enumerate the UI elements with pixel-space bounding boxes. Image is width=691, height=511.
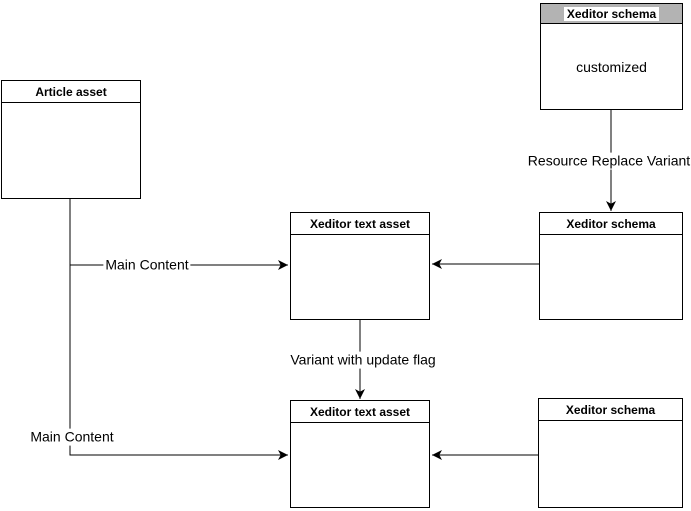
node-title-text: Xeditor text asset [309,216,411,231]
node-title-text: Xeditor text asset [309,404,411,419]
node-xeditor-schema-customized-title: Xeditor schema [541,4,682,24]
node-xeditor-text-asset-variant-body [291,423,429,507]
node-xeditor-schema-variant-title: Xeditor schema [539,399,682,421]
node-xeditor-schema-variant-body [539,421,682,507]
node-article-asset-title: Article asset [2,81,140,103]
edge-label-main-content-bottom: Main Content [28,428,116,446]
node-xeditor-schema-main: Xeditor schema [539,212,683,320]
node-xeditor-text-asset-main-body [291,235,429,319]
node-title-text: Xeditor schema [566,216,656,231]
edge-label-variant-with-update-flag: Variant with update flag [288,351,438,369]
edge-label-main-content-top: Main Content [103,256,191,274]
node-xeditor-text-asset-variant: Xeditor text asset [290,400,430,508]
node-xeditor-schema-customized-body: customized [576,58,647,75]
node-xeditor-text-asset-variant-title: Xeditor text asset [291,401,429,423]
node-xeditor-schema-main-body [540,235,682,319]
node-title-text: Xeditor schema [563,6,660,21]
node-article-asset: Article asset [1,80,141,199]
node-title-text: Article asset [35,84,107,99]
connector-article-asset-to-text-asset-variant [69,199,288,460]
node-xeditor-schema-variant: Xeditor schema [538,398,683,508]
node-xeditor-schema-main-title: Xeditor schema [540,213,682,235]
node-title-text: Xeditor schema [565,402,656,417]
node-xeditor-text-asset-main: Xeditor text asset [290,212,430,320]
node-article-asset-body [2,103,140,198]
node-xeditor-schema-customized: Xeditor schema customized [540,3,683,110]
edge-label-resource-replace-variant: Resource Replace Variant [525,152,691,170]
node-xeditor-text-asset-main-title: Xeditor text asset [291,213,429,235]
